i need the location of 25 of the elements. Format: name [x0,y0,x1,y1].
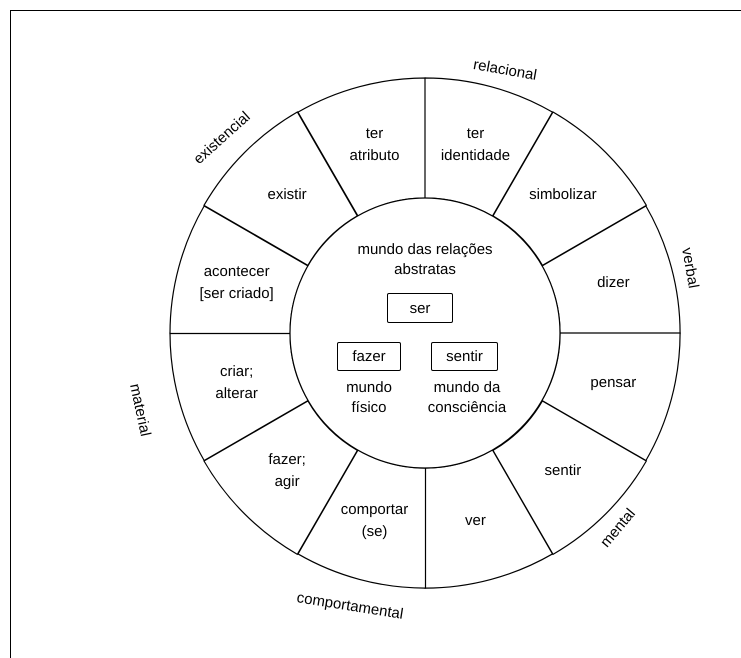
segment-label: criar; alterar [214,362,259,404]
term-box: sentir [431,342,498,371]
segment-label: dizer [596,272,631,293]
category-label: verbal [678,246,702,290]
category-label: relacional [472,56,538,84]
circle-label: mundo da consciência [426,378,508,418]
category-label: comportamental [296,589,404,623]
circle-label: mundo físico [345,378,393,418]
wheel-segment [169,204,310,334]
category-label: material [126,382,154,438]
term-box: fazer [337,342,401,371]
segment-label: ver [464,511,487,532]
segment-label: pensar [589,373,638,394]
segment-label: simbolizar [528,185,598,206]
circle-heading: mundo das relações abstratas [356,240,494,280]
segment-label: ter atributo [348,124,401,166]
segment-label: ter identidade [440,124,512,166]
segment-label: sentir [544,460,582,481]
segment-label: fazer; agir [267,450,307,492]
wheel-segment [540,332,681,462]
term-box: ser [387,293,453,323]
segment-label: acontecer [ser criado] [198,262,275,304]
segment-label: existir [266,185,308,206]
segment-label: comportar (se) [340,500,410,542]
wheel-segment [540,204,681,334]
